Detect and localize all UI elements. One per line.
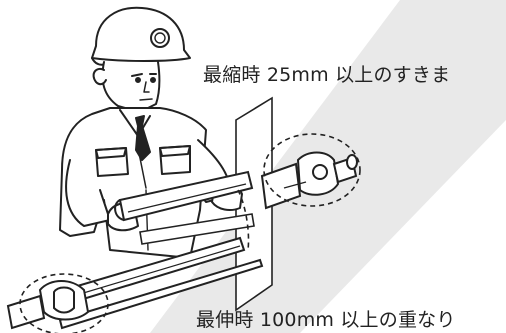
min-clearance-label: 最縮時 25mm 以上のすきま	[203, 64, 451, 86]
top-detail-circle	[263, 133, 361, 207]
worker	[59, 6, 243, 259]
pto-inner-tube-lower	[139, 213, 255, 245]
bottom-detail-circle	[19, 273, 109, 333]
overlap-dashed-line	[237, 189, 250, 251]
bottom-universal-joint-icon	[6, 280, 90, 330]
max-overlap-label: 最伸時 100mm 以上の重なり	[196, 309, 456, 331]
top-universal-joint-icon	[260, 151, 358, 210]
hard-hat-icon	[91, 6, 191, 66]
pto-inner-tube	[114, 170, 254, 222]
